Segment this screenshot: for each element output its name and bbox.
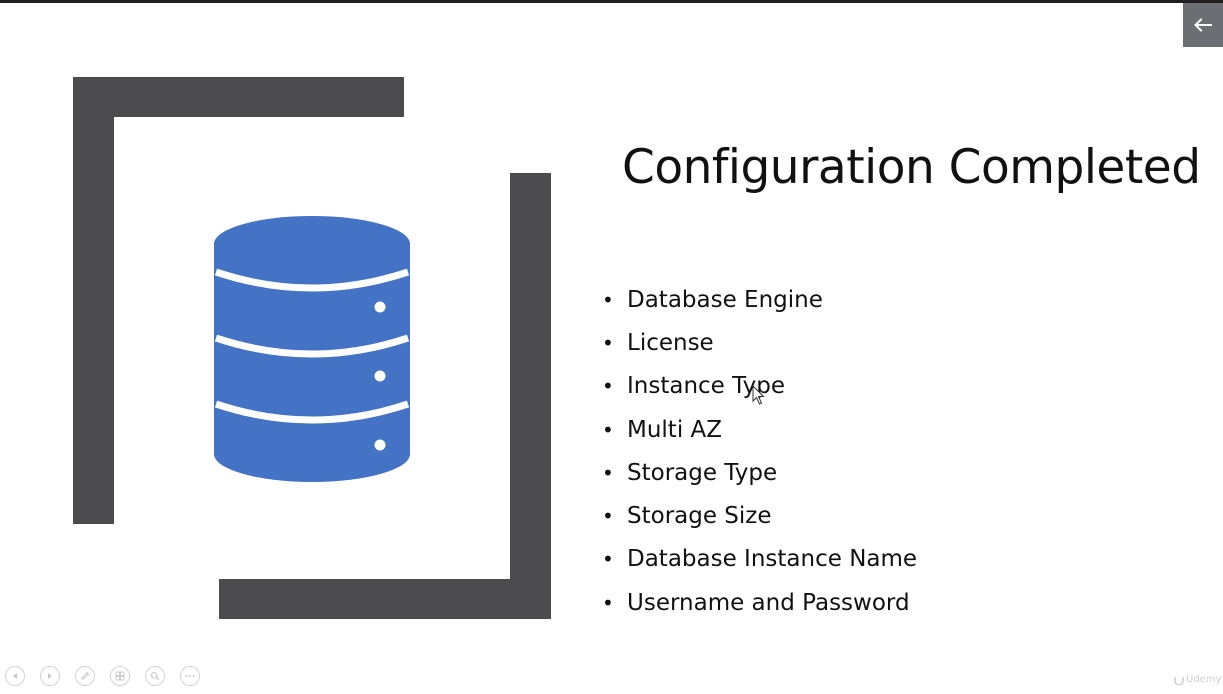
bullet-dot: • [602, 287, 614, 312]
list-item-text: Database Engine [627, 286, 823, 313]
bullet-dot: • [602, 330, 614, 355]
list-item: • Storage Size [600, 494, 917, 537]
back-button[interactable] [1183, 3, 1223, 47]
bullet-dot: • [602, 504, 614, 529]
udemy-watermark: Udemy [1174, 674, 1221, 685]
bullet-list: •Database Engine •License •Instance Type… [600, 278, 917, 624]
mouse-cursor-icon [752, 385, 765, 405]
list-item: • Database Engine [600, 278, 917, 321]
zoom-button[interactable] [145, 666, 165, 686]
bullet-dot: • [602, 590, 614, 615]
bullet-dot: • [602, 417, 614, 442]
udemy-logo-icon [1174, 676, 1184, 685]
bracket-left-bar [73, 77, 114, 524]
bullet-dot: • [602, 374, 614, 399]
list-item-text: Database Instance Name [627, 546, 918, 573]
bullet-dot: • [602, 460, 614, 485]
zoom-icon [150, 671, 160, 681]
previous-slide-button[interactable] [5, 666, 25, 686]
arrow-left-icon [1194, 18, 1212, 32]
bracket-bottom-bar [219, 579, 551, 619]
list-item: • Storage Type [600, 451, 917, 494]
slides-icon [115, 671, 125, 681]
list-item: • Database Instance Name [600, 538, 917, 581]
pen-tool-button[interactable] [75, 666, 95, 686]
bracket-top-bar [73, 77, 404, 117]
list-item-text: Multi AZ [627, 416, 723, 443]
database-icon [214, 216, 410, 482]
pen-icon [81, 671, 90, 680]
watermark-text: Udemy [1186, 674, 1222, 685]
slideshow-controls [5, 666, 200, 686]
next-slide-button[interactable] [40, 666, 60, 686]
list-item: • Multi AZ [600, 408, 917, 451]
next-icon [48, 673, 52, 679]
list-item-text: Username and Password [627, 589, 910, 616]
list-item-text: Storage Size [627, 503, 772, 530]
more-icon [185, 675, 195, 677]
top-border [0, 0, 1223, 3]
bracket-right-bar [510, 173, 551, 619]
see-all-slides-button[interactable] [110, 666, 130, 686]
list-item: • License [600, 321, 917, 364]
list-item: • Username and Password [600, 581, 917, 624]
bullet-dot: • [602, 547, 614, 572]
list-item-text: License [627, 329, 714, 356]
previous-icon [13, 673, 17, 679]
slide-title: Configuration Completed [622, 140, 1201, 195]
more-options-button[interactable] [180, 666, 200, 686]
list-item-text: Storage Type [627, 459, 778, 486]
